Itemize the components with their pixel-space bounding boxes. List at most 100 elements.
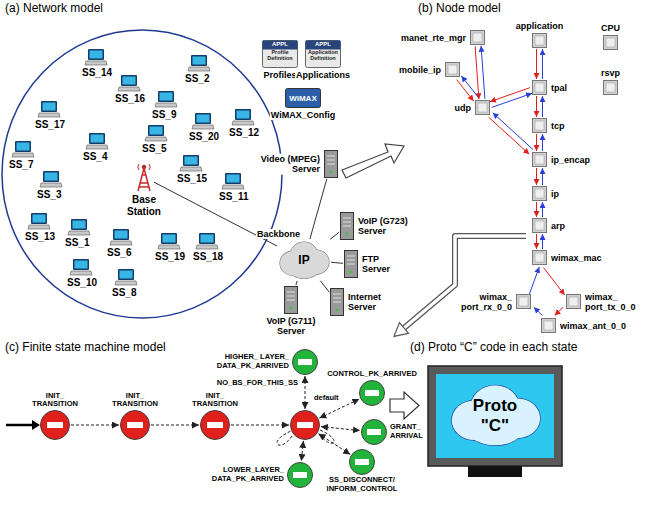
node-label: APPL: [314, 41, 332, 48]
base-station: Base Station: [135, 162, 153, 192]
panel-title: (c) Finite state machine model: [5, 341, 166, 355]
connector: [457, 80, 474, 101]
node-label: IP: [297, 254, 310, 268]
node-label: SS_3: [36, 189, 62, 201]
subscriber-station: SS_17: [38, 100, 60, 118]
node-label: SS_9: [151, 109, 177, 121]
subscriber-station-icon: [85, 48, 107, 66]
node-label: Profile Definition: [266, 49, 293, 62]
connector: [555, 307, 564, 315]
subscriber-station-icon: [70, 258, 92, 276]
process-module-icon: [541, 318, 556, 333]
subscriber-station-icon: [40, 170, 62, 188]
code-cloud-icon: [448, 382, 542, 448]
node-label: Application Definition: [307, 49, 339, 62]
connector: [318, 434, 350, 455]
subscriber-station: SS_15: [180, 154, 202, 172]
node-label: Base Station: [126, 194, 162, 217]
subscriber-station-icon: [192, 112, 214, 130]
process-module: wimax_mac: [532, 250, 547, 265]
node-label: VoIP (G711) Server: [255, 316, 327, 337]
node-label: FTP Server: [361, 254, 391, 275]
subscriber-station: SS_14: [85, 48, 107, 66]
node-label: wimax_mac: [550, 252, 603, 262]
process-module-icon: [532, 33, 547, 48]
node-label: WiMAX: [288, 94, 317, 103]
node-label: wimax_ant_0_0: [559, 320, 627, 330]
connector: [542, 49, 543, 79]
state-bar: [127, 422, 144, 428]
subscriber-station-icon: [222, 172, 244, 190]
fsm-state: INIT_ TRANSITION: [200, 410, 230, 440]
subscriber-station: SS_20: [192, 112, 214, 130]
connector: [536, 234, 537, 249]
server-icon: [340, 212, 354, 240]
node-label: Backbone: [256, 229, 301, 239]
node-label: CONTROL_PK_ARRIVED: [326, 370, 418, 379]
connector: [489, 117, 530, 154]
node-label: Profiles: [262, 70, 297, 80]
self-loop: [319, 430, 334, 443]
fsm-state: INIT_ TRANSITION: [120, 410, 150, 440]
node-label: arp: [550, 220, 566, 230]
process-module-icon: [470, 30, 485, 45]
connector: [490, 88, 530, 102]
process-module-icon: [532, 186, 547, 201]
process-module: tpal: [532, 80, 547, 95]
connector: [536, 202, 537, 217]
node-label: SS_8: [111, 287, 137, 299]
node-label: ip: [550, 188, 560, 198]
subscriber-station: SS_18: [196, 232, 218, 250]
subscriber-station: SS_5: [145, 124, 167, 142]
process-module: ip_encap: [532, 152, 547, 167]
state-bar: [47, 422, 64, 428]
ip-cloud: BackboneIP: [278, 240, 330, 280]
connector: [301, 441, 303, 461]
node-label: mobile_ip: [398, 64, 442, 74]
subscriber-station-icon: [196, 232, 218, 250]
subscriber-station: SS_10: [70, 258, 92, 276]
zoom-arrow: [394, 236, 526, 336]
zoom-arrow: [342, 144, 404, 178]
process-module: manet_rte_mgr: [470, 30, 485, 45]
node-label: GRANT_ ARRIVAL: [389, 423, 424, 440]
connector: [536, 96, 537, 117]
subscriber-station: SS_2: [188, 54, 210, 72]
node-label: SS_2: [184, 73, 210, 85]
server-icon: [330, 288, 344, 316]
base-station-icon: [135, 162, 153, 192]
connector: [321, 427, 360, 431]
node-label: LOWER_LAYER_ DATA_PK_ARRIVED: [211, 466, 285, 483]
connector: [534, 307, 543, 315]
server: VoIP (G711) Server: [284, 286, 298, 314]
config-object: APPLProfile DefinitionProfiles: [262, 40, 298, 68]
state-bar: [297, 422, 314, 428]
subscriber-station-icon: [86, 132, 108, 150]
node-label: SS_DISCONNECT/ INFORM_CONTROL: [326, 476, 399, 493]
connector: [310, 179, 327, 239]
node-label: INIT_ TRANSITION: [111, 392, 159, 409]
process-module-icon: [532, 80, 547, 95]
connector: [330, 232, 339, 239]
connector: [71, 425, 119, 426]
subscriber-station-icon: [28, 212, 50, 230]
subscriber-station: SS_1: [68, 218, 90, 236]
node-label: udp: [454, 102, 473, 112]
state-bar: [207, 422, 224, 428]
server-icon: [284, 286, 298, 314]
process-module: wimax_ant_0_0: [541, 318, 556, 333]
node-label: INIT_ TRANSITION: [191, 392, 239, 409]
node-label: manet_rte_mgr: [400, 32, 467, 42]
fsm-state: INIT_ TRANSITION: [40, 410, 70, 440]
process-module: mobile_ip: [445, 62, 460, 77]
subscriber-station: SS_6: [110, 228, 132, 246]
zoom-arrow: [390, 392, 419, 419]
process-module: ip: [532, 186, 547, 201]
node-label: SS_20: [188, 131, 220, 143]
subscriber-station: SS_8: [115, 268, 137, 286]
subscriber-station-icon: [118, 74, 140, 92]
process-module: application: [532, 33, 547, 48]
process-module-icon: [475, 100, 490, 115]
code-cloud: Proto "C": [448, 382, 542, 448]
connector: [542, 134, 543, 151]
